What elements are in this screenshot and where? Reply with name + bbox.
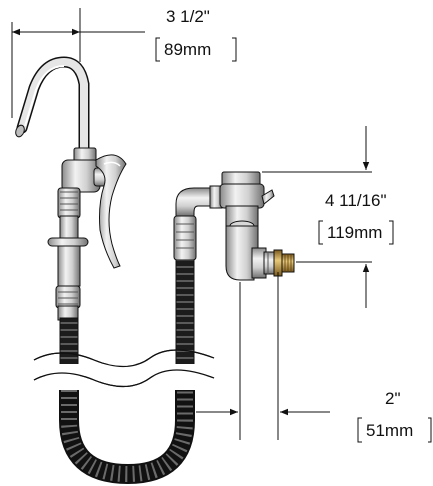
metric-bracket xyxy=(428,417,432,443)
spout-reach-imperial: 3 1/2" xyxy=(166,7,210,26)
gooseneck-spout-icon xyxy=(15,56,90,164)
hose-elbow-icon xyxy=(173,185,223,261)
dimension-spout-reach: 3 1/2" 89mm xyxy=(11,7,237,118)
wall-valve-icon xyxy=(219,171,275,281)
height-metric: 119mm xyxy=(327,223,382,242)
flexible-hose-icon xyxy=(33,255,215,485)
height-imperial: 4 11/16" xyxy=(325,191,387,210)
dimension-height: 4 11/16" 119mm xyxy=(262,126,394,308)
dimension-offset: 2" 51mm xyxy=(196,272,432,443)
metric-bracket xyxy=(357,417,362,443)
metric-bracket xyxy=(318,220,394,245)
metric-bracket xyxy=(155,37,237,62)
spray-valve-body-icon xyxy=(47,147,113,321)
squeeze-lever-icon xyxy=(95,154,127,269)
check-valve-icon xyxy=(273,249,295,277)
spout-reach-metric: 89mm xyxy=(164,40,211,59)
offset-metric: 51mm xyxy=(366,421,413,440)
offset-imperial: 2" xyxy=(385,389,401,408)
